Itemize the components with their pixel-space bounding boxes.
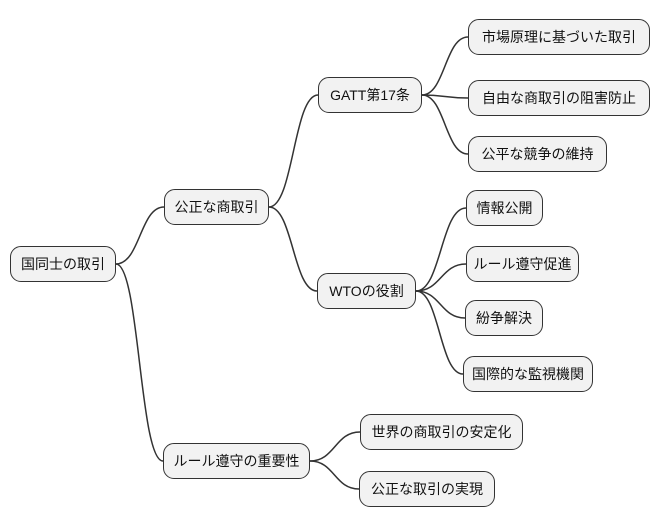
edge-wto-info-disclosure xyxy=(415,207,467,292)
edge-gatt-market-principle xyxy=(421,36,469,96)
node-fair-trade: 公正な商取引 xyxy=(164,189,269,225)
node-gatt-article17: GATT第17条 xyxy=(318,77,422,113)
edge-root-rules-importance xyxy=(115,263,164,462)
edge-root-fair-trade xyxy=(115,206,165,265)
node-root: 国同士の取引 xyxy=(10,246,116,282)
node-wto-role: WTOの役割 xyxy=(317,273,416,309)
edge-fair-trade-wto xyxy=(268,206,318,292)
edge-rules-world-stability xyxy=(309,431,361,462)
node-fair-trade-realization: 公正な取引の実現 xyxy=(359,471,495,507)
node-free-trade-protection: 自由な商取引の阻害防止 xyxy=(468,80,650,116)
edge-gatt-fair-competition xyxy=(421,94,469,155)
edge-rules-fair-realization xyxy=(309,460,360,490)
node-world-trade-stability: 世界の商取引の安定化 xyxy=(360,414,523,450)
node-rule-compliance-promotion: ルール遵守促進 xyxy=(466,246,579,282)
node-rules-importance: ルール遵守の重要性 xyxy=(163,443,310,479)
node-dispute-resolution: 紛争解決 xyxy=(465,300,543,336)
node-market-principle: 市場原理に基づいた取引 xyxy=(468,19,650,55)
edge-wto-dispute-resolution xyxy=(415,290,466,319)
edge-gatt-free-trade xyxy=(421,94,469,99)
node-fair-competition: 公平な競争の維持 xyxy=(468,136,607,172)
edge-wto-rule-compliance xyxy=(415,263,467,292)
node-international-monitoring: 国際的な監視機関 xyxy=(463,356,593,392)
edge-fair-trade-gatt xyxy=(268,94,319,208)
node-info-disclosure: 情報公開 xyxy=(466,190,543,226)
edge-wto-international-monitoring xyxy=(415,290,464,375)
